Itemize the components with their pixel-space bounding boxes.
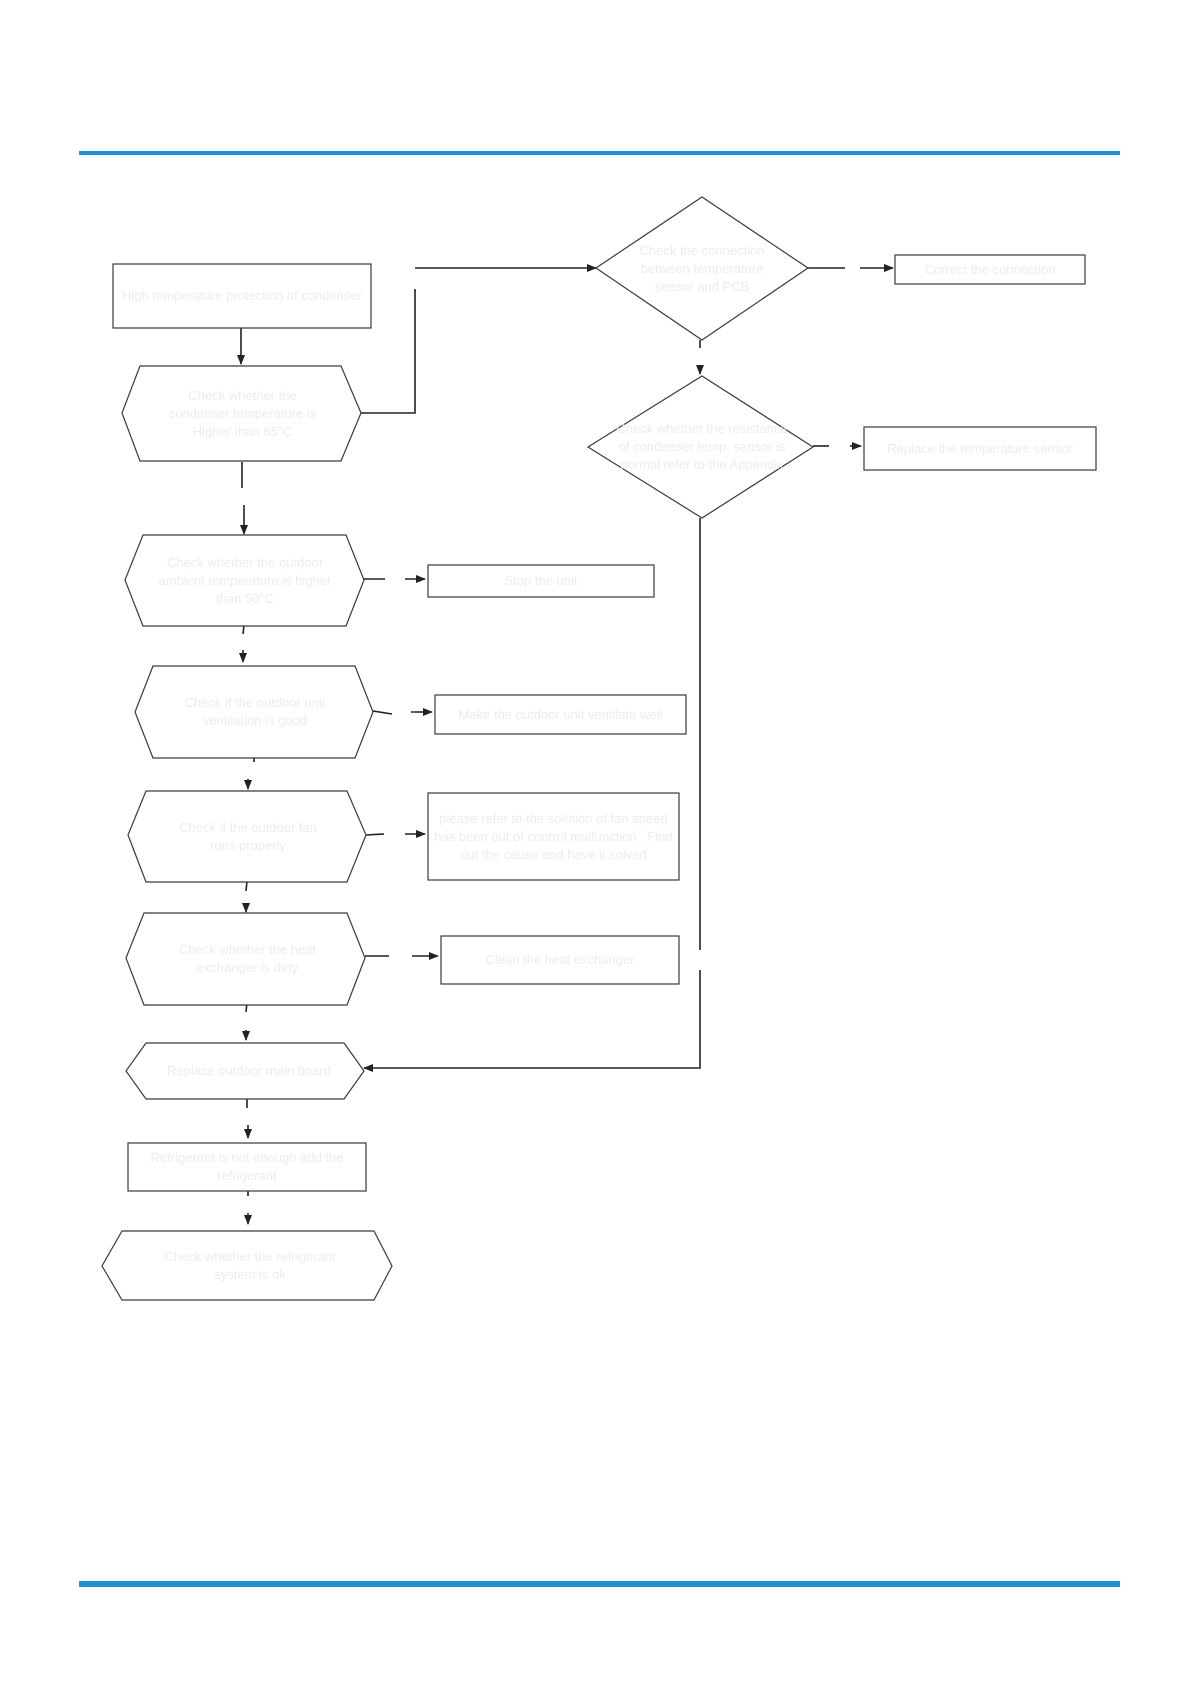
node-ambient-hex [124,534,365,627]
node-check-system-hex [101,1230,393,1301]
node-condenser-hex [121,365,362,462]
node-check-fan: Check if the outdoor fan runs properly [178,819,318,853]
node-check-ventilation: Check if the outdoor unit ventilation is… [184,695,326,728]
footer-rule [79,1581,1120,1587]
node-stop-unit: Stop the unit [504,573,578,588]
edge-to-mainboard [363,970,701,1072]
edge-fan-down [245,880,248,892]
node-check-refrigerant-system: Check whether the refrigerant system is … [164,1248,336,1282]
node-connection-diamond [594,196,810,341]
node-refrigerant-box [127,1142,367,1192]
node-correct-connection: Correct the connection [924,261,1056,277]
node-check-connection: Check the connection between temperature… [639,243,765,294]
node-check-ambient-temp: Check whether the outdoor ambient temper… [158,554,332,606]
node-replace-sensor-box [863,426,1097,471]
node-clean-heat-exchanger: Clean the heat exchanger [485,952,635,967]
node-resistance-diamond [586,375,815,519]
node-correct-box [894,254,1086,285]
node-fan-hex [127,790,367,883]
node-make-ventilate: Make the outdoor unit ventilate well [458,706,663,722]
node-check-condenser-temp: Check whether the condenser temperature … [168,387,317,439]
node-clean-box [440,935,680,985]
node-start: High temperature protection of condenser [122,288,362,303]
node-fan-solution: please refer to the solution of fan spee… [434,810,673,862]
node-stop-box [427,564,655,598]
edge-condenser-to-connection [361,289,416,414]
node-replace-main-board: Replace outdoor main board [166,1063,332,1078]
node-add-refrigerant: Refrigerant is not enough add the refrig… [150,1150,344,1183]
node-replace-sensor: Replace the temperature sensor [887,440,1073,456]
node-check-sensor-resistance: Check whether the resistance of condense… [616,421,788,472]
node-mainboard-hex [125,1042,365,1100]
node-heat-hex [125,912,366,1006]
header-rule [79,151,1120,155]
node-make-ventilate-box [434,694,687,735]
node-ventilation-hex [134,665,374,759]
edge-fan-right [365,833,385,836]
node-fan-solution-box [427,792,680,881]
node-start-box [112,263,372,329]
node-check-heat-exchanger: Check whether the heat exchanger is dirt… [178,942,317,975]
edge-ventilation-right [372,710,393,715]
